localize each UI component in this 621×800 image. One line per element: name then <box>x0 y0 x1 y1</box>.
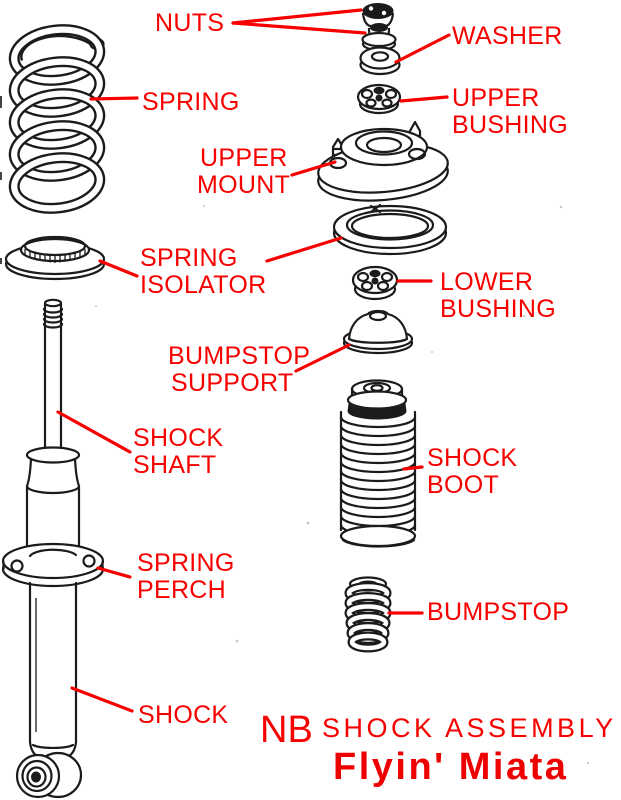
leader-spring <box>89 96 139 101</box>
scan-speckles <box>0 96 590 765</box>
leader-nuts-2 <box>231 21 367 35</box>
leader-spring-isolator-right <box>265 236 343 263</box>
label-upper-bushing-2: BUSHING <box>452 111 568 139</box>
leader-upper-bushing <box>399 95 449 103</box>
footer-assembly-title: SHOCK ASSEMBLY <box>322 713 617 743</box>
part-nut-lower <box>361 23 397 52</box>
label-upper-mount-2: MOUNT <box>197 171 290 199</box>
label-lower-bushing-1: LOWER <box>440 268 533 296</box>
label-spring: SPRING <box>142 88 240 116</box>
part-upper-mount <box>317 120 449 202</box>
leader-spring-isolator-left <box>98 259 139 278</box>
label-spring-isolator-1: SPRING <box>140 244 238 272</box>
leader-shock-boot <box>402 465 424 471</box>
part-bumpstop-support <box>342 309 414 355</box>
label-shock: SHOCK <box>138 701 228 729</box>
leader-washer <box>394 33 451 64</box>
part-shock-boot <box>339 379 417 548</box>
label-shock-shaft-2: SHAFT <box>133 451 216 479</box>
label-nuts: NUTS <box>155 9 224 37</box>
part-spring-isolator-disc <box>4 235 106 281</box>
part-shock <box>1 298 105 799</box>
part-bumpstop <box>344 576 392 653</box>
part-spring <box>8 24 106 214</box>
footer: NB SHOCK ASSEMBLY Flyin' Miata <box>260 709 617 788</box>
leader-lines <box>56 8 451 713</box>
label-washer: WASHER <box>452 22 563 50</box>
leader-upper-mount <box>290 160 337 177</box>
footer-brand-logo: Flyin' Miata <box>333 746 568 788</box>
part-shock-eye <box>15 751 83 799</box>
label-shock-boot-1: SHOCK <box>427 444 517 472</box>
label-spring-perch-2: PERCH <box>137 576 226 604</box>
label-spring-perch-1: SPRING <box>137 549 235 577</box>
label-upper-bushing-1: UPPER <box>452 84 540 112</box>
labels: NUTS WASHER SPRING UPPER BUSHING UPPER M… <box>133 9 569 729</box>
leader-shock <box>70 686 134 713</box>
part-spring-perch <box>1 542 105 588</box>
leader-shock-shaft <box>56 410 132 454</box>
footer-model: NB <box>260 709 313 751</box>
label-shock-boot-2: BOOT <box>427 471 499 499</box>
part-washer <box>359 46 401 76</box>
part-nut-upper <box>361 3 395 28</box>
label-bumpstop-support-1: BUMPSTOP <box>168 342 310 370</box>
part-lower-bushing <box>351 265 399 301</box>
leader-bumpstop-support <box>294 343 351 373</box>
part-spring-isolator-ring <box>332 203 448 256</box>
part-shock-shaft <box>42 298 64 454</box>
label-lower-bushing-2: BUSHING <box>440 295 556 323</box>
leader-nuts-1 <box>231 8 363 25</box>
label-bumpstop-support-2: SUPPORT <box>171 369 294 397</box>
part-upper-bushing <box>356 83 402 115</box>
label-shock-shaft-1: SHOCK <box>133 424 223 452</box>
label-upper-mount-1: UPPER <box>200 144 288 172</box>
label-spring-isolator-2: ISOLATOR <box>140 271 267 299</box>
label-bumpstop: BUMPSTOP <box>427 598 569 626</box>
leader-spring-perch <box>96 566 132 579</box>
